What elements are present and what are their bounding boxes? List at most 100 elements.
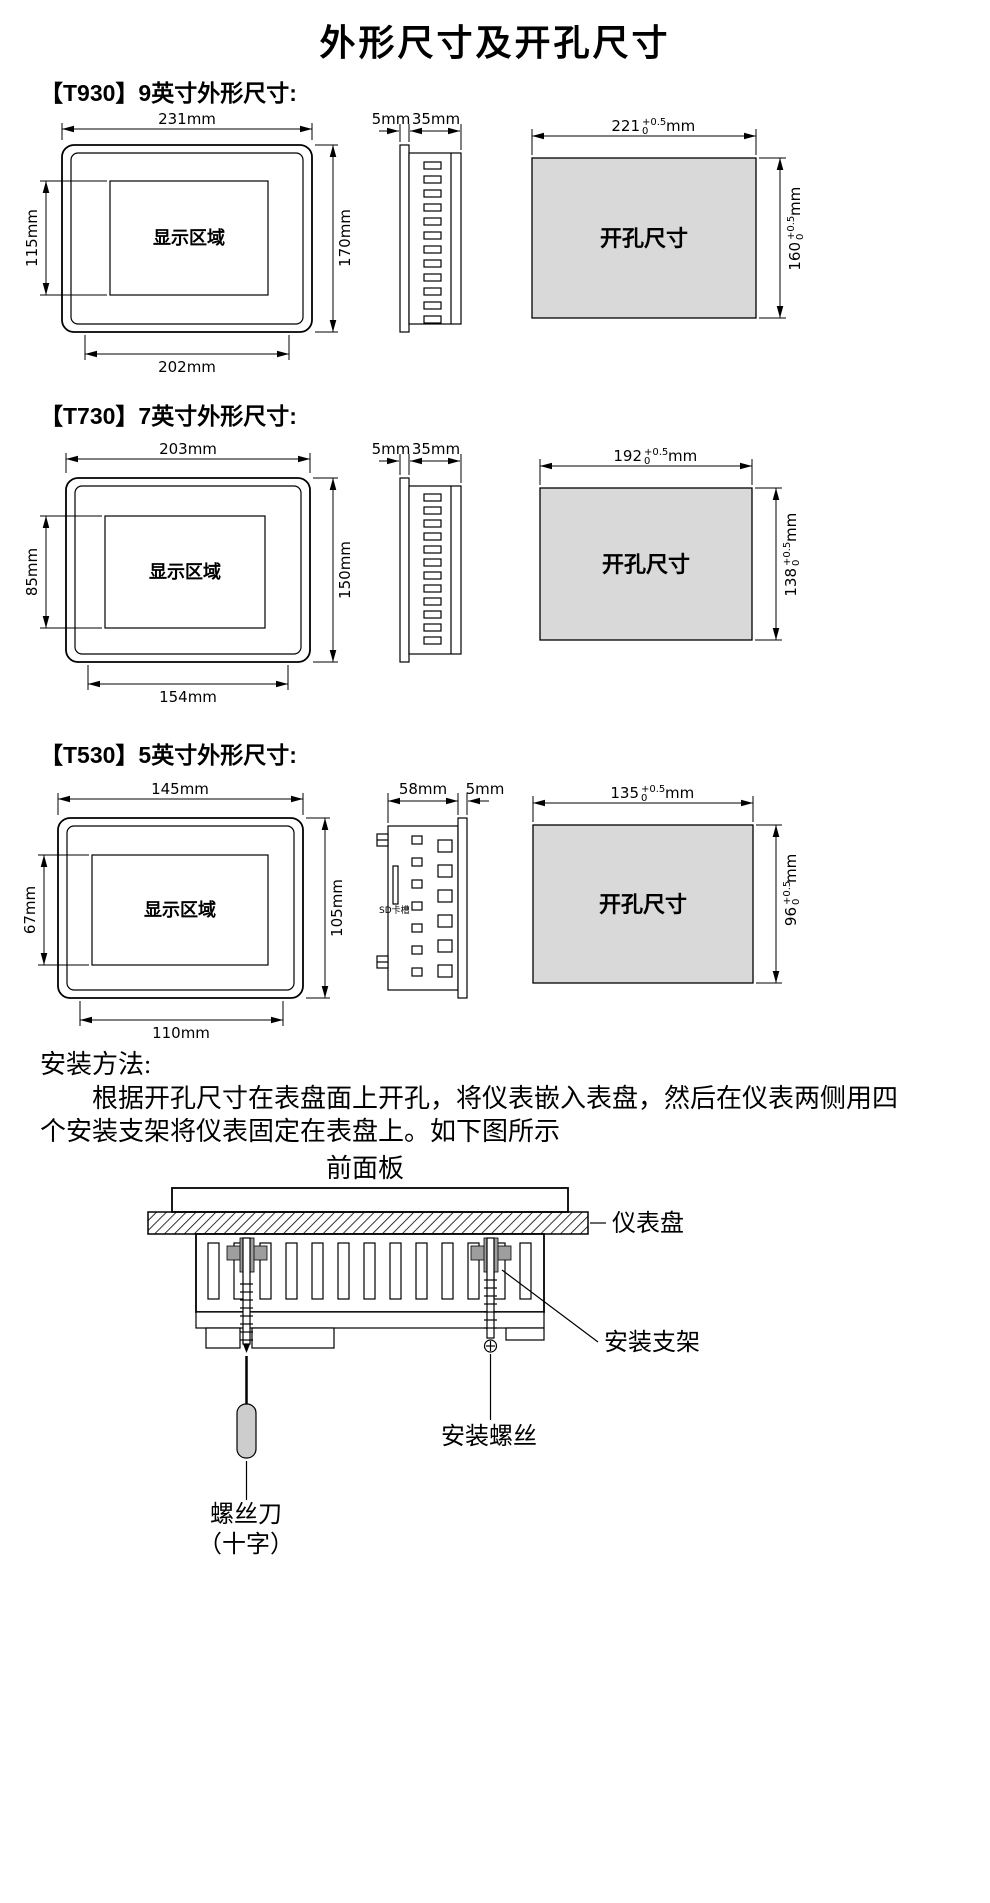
display-area-label: 显示区域	[153, 227, 225, 248]
dim-width-bottom: 110mm	[79, 1001, 284, 1042]
cutout-label: 开孔尺寸	[599, 892, 687, 917]
sd-slot-label: SD卡槽	[379, 904, 410, 916]
dim-cutout-height: 138 +0.5 0 mm	[755, 487, 802, 641]
cutout-rect	[539, 487, 753, 641]
dim-tol-up: +0.5	[641, 784, 665, 795]
mounting-screw-right: 安装螺丝	[441, 1237, 537, 1450]
meter-foot	[205, 1327, 241, 1349]
dim-width-bottom: 202mm	[84, 335, 290, 376]
dim-cutout-width: 135 +0.5 0 mm	[532, 784, 754, 822]
dim-tol-dn: 0	[642, 126, 648, 137]
cutout-rect	[532, 824, 754, 984]
dim-cutout-width: 221 +0.5 0 mm	[531, 117, 757, 155]
dim-height-right: 105mm	[306, 817, 346, 999]
dim-label: 110mm	[152, 1024, 210, 1042]
dim-tol-up: +0.5	[644, 447, 668, 458]
dim-tol-dn: 0	[791, 560, 802, 566]
dim-display-height-left: 85mm	[23, 515, 102, 629]
dim-tol-dn: 0	[641, 793, 647, 804]
mounting-screw-left	[240, 1237, 253, 1353]
dim-value: 160	[786, 242, 804, 271]
side-bezel	[457, 817, 468, 999]
t530-drawing: 显示区域 145mm 105mm 67mm 110mm SD卡槽	[21, 780, 802, 1042]
side-bezel	[399, 477, 410, 663]
dim-label: 170mm	[336, 209, 354, 267]
dim-value: 221	[611, 117, 640, 135]
label-screwdriver-1: 螺丝刀	[210, 1501, 282, 1528]
t530-cutout-view: 开孔尺寸 135 +0.5 0 mm 96 +0.5 0 mm	[532, 784, 802, 984]
dim-tol-dn: 0	[795, 234, 806, 240]
dim-label: 5mm	[372, 440, 411, 458]
screwdriver-handle	[236, 1403, 257, 1459]
label-screwdriver-2: （十字）	[198, 1531, 294, 1558]
dim-label: 58mm	[399, 780, 447, 798]
install-body: 根据开孔尺寸在表盘面上开孔，将仪表嵌入表盘，然后在仪表两侧用四个安装支架将仪表固…	[40, 1084, 899, 1146]
dim-tol-up: +0.5	[786, 216, 797, 240]
t930-drawing: 显示区域 231mm 170mm 115mm 202mm	[23, 110, 806, 376]
dim-value: 135	[610, 784, 639, 802]
display-area-label: 显示区域	[149, 561, 221, 582]
dim-label: 35mm	[412, 440, 460, 458]
t730-front-view: 显示区域 203mm 150mm 85mm 154mm	[23, 440, 354, 706]
dim-tol-up: +0.5	[642, 117, 666, 128]
dim-value: 96	[782, 907, 800, 926]
meter-foot	[505, 1327, 545, 1341]
dim-display-height-left: 67mm	[21, 854, 89, 966]
dim-cutout-height: 96 +0.5 0 mm	[756, 824, 802, 984]
dim-unit: mm	[666, 117, 695, 135]
dim-side-depths: 5mm 35mm	[372, 110, 462, 150]
side-body	[387, 825, 459, 991]
screwdriver: 螺丝刀 （十字）	[198, 1356, 294, 1558]
dim-unit: mm	[665, 784, 694, 802]
cutout-label: 开孔尺寸	[602, 552, 690, 577]
front-panel-shape	[171, 1187, 569, 1213]
dim-width-top: 145mm	[57, 780, 304, 815]
dim-label: 35mm	[412, 110, 460, 128]
t530-side-view: SD卡槽 58mm 5mm	[376, 780, 505, 999]
dim-width-top: 231mm	[61, 110, 313, 140]
install-heading: 安装方法:	[40, 1050, 152, 1079]
dim-tol-dn: 0	[791, 899, 802, 905]
display-area	[104, 515, 266, 629]
dim-label: 150mm	[336, 541, 354, 599]
dim-label: 115mm	[23, 209, 41, 267]
dim-label: 5mm	[372, 110, 411, 128]
t730-drawing: 显示区域 203mm 150mm 85mm 154mm	[23, 440, 802, 706]
t730-cutout-view: 开孔尺寸 192 +0.5 0 mm 138 +0.5 0 mm	[539, 447, 802, 641]
section-header-t530: 【T530】5英寸外形尺寸:	[40, 742, 297, 768]
t730-side-view: 5mm 35mm	[372, 440, 462, 663]
dim-unit: mm	[782, 513, 800, 542]
dim-side-depths: 5mm 35mm	[372, 440, 462, 483]
meter-body-base	[195, 1311, 545, 1329]
label-bracket: 安装支架	[604, 1329, 700, 1356]
t930-cutout-view: 开孔尺寸 221 +0.5 0 mm 160 +0.5 0 mm	[531, 117, 806, 319]
dim-label: 105mm	[328, 879, 346, 937]
dim-label: 67mm	[21, 886, 39, 934]
page-title: 外形尺寸及开孔尺寸	[319, 22, 671, 63]
dim-value: 138	[782, 568, 800, 597]
dim-value: 192	[613, 447, 642, 465]
dim-label: 5mm	[466, 780, 505, 798]
display-area-label: 显示区域	[144, 899, 216, 920]
dim-side-depths: 58mm 5mm	[387, 780, 505, 823]
cutout-rect	[531, 157, 757, 319]
display-area	[109, 180, 269, 296]
dim-label: 154mm	[159, 688, 217, 706]
dim-unit: mm	[786, 187, 804, 216]
display-area	[91, 854, 269, 966]
dim-display-height-left: 115mm	[23, 180, 107, 296]
t530-front-view: 显示区域 145mm 105mm 67mm 110mm	[21, 780, 346, 1042]
dim-label: 203mm	[159, 440, 217, 458]
section-header-t930: 【T930】9英寸外形尺寸:	[40, 80, 297, 106]
section-header-t730: 【T730】7英寸外形尺寸:	[40, 403, 297, 429]
dim-width-bottom: 154mm	[87, 665, 289, 706]
t930-front-view: 显示区域 231mm 170mm 115mm 202mm	[23, 110, 354, 376]
label-instrument-panel: 仪表盘	[612, 1210, 684, 1237]
dim-unit: mm	[668, 447, 697, 465]
cutout-label: 开孔尺寸	[600, 226, 688, 251]
dim-label: 202mm	[158, 358, 216, 376]
side-bezel	[399, 144, 410, 333]
label-front-panel: 前面板	[325, 1154, 404, 1183]
dim-height-right: 150mm	[313, 477, 354, 663]
dim-height-right: 170mm	[315, 144, 354, 333]
